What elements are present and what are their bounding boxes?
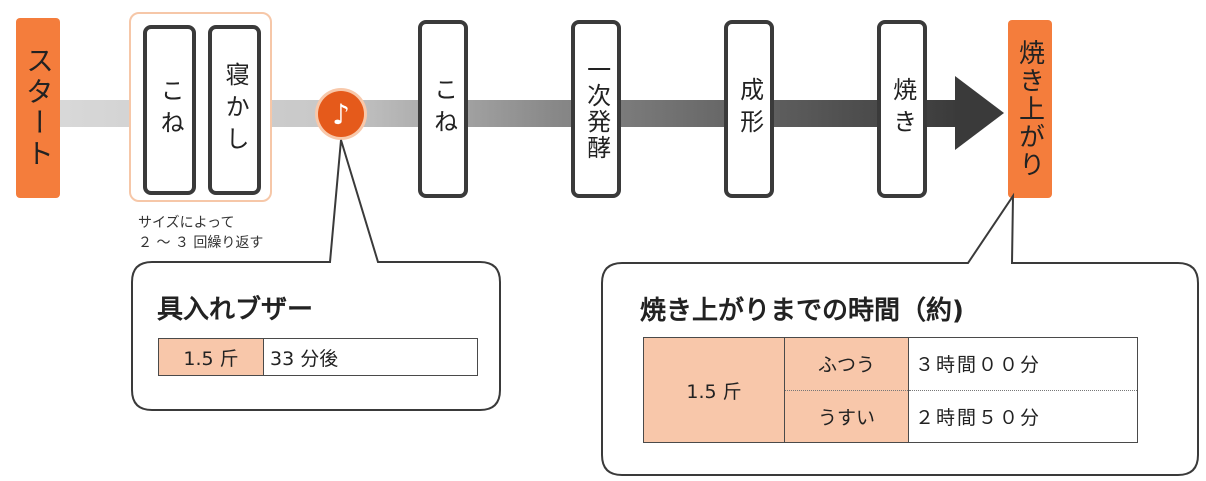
step-knead-2: こね <box>418 20 468 198</box>
mode-cell-normal: ふつう <box>784 337 909 391</box>
step-done: 焼き上がり <box>1008 20 1052 198</box>
step-start: スタート <box>16 18 60 198</box>
step-first-fermentation: 一次発酵 <box>571 20 621 198</box>
step-knead-1-label: こね <box>156 78 185 142</box>
bake-size: 1.5 斤 <box>686 380 742 403</box>
table-row: 1.5 斤 33 分後 <box>158 338 478 376</box>
bake-size-cell: 1.5 斤 <box>643 337 785 443</box>
step-shaping-label: 成形 <box>735 77 764 141</box>
bake-time-table: 1.5 斤 ふつう ３時間００分 うすい ２時間５０分 <box>643 337 1138 443</box>
step-knead-1: こね <box>143 25 196 195</box>
step-first-fermentation-label: 一次発酵 <box>582 57 611 161</box>
table-row: うすい ２時間５０分 <box>644 390 1138 443</box>
buzzer-time-cell: 33 分後 <box>263 338 478 376</box>
time-callout-title: 焼き上がりまでの時間（約) <box>640 296 964 326</box>
step-baking-label: 焼き <box>888 77 917 141</box>
repeat-note-line-2: ２ ～ ３ 回繰り返す <box>138 235 264 251</box>
flow-arrowhead <box>955 76 1004 150</box>
mode-cell-light: うすい <box>784 390 909 443</box>
step-baking: 焼き <box>877 20 927 198</box>
buzzer-size: 1.5 斤 <box>183 347 239 370</box>
mode-normal: ふつう <box>817 354 875 377</box>
time-normal: ３時間００分 <box>915 354 1042 377</box>
buzzer-callout-title: 具入れブザー <box>157 295 314 325</box>
step-shaping: 成形 <box>724 20 774 198</box>
buzzer-time: 33 分後 <box>270 347 339 370</box>
buzzer-size-cell: 1.5 斤 <box>158 338 264 376</box>
repeat-note-line-1: サイズによって <box>138 215 235 231</box>
mode-light: うすい <box>817 406 875 429</box>
step-rest: 寝かし <box>208 25 261 195</box>
time-cell-normal: ３時間００分 <box>908 337 1138 391</box>
music-note-icon: ♪ <box>318 91 364 137</box>
step-knead-2-label: こね <box>429 77 458 141</box>
buzzer-table: 1.5 斤 33 分後 <box>158 338 478 376</box>
step-start-label: スタート <box>22 46 55 170</box>
time-cell-light: ２時間５０分 <box>908 390 1138 443</box>
step-rest-label: 寝かし <box>221 62 250 158</box>
time-light: ２時間５０分 <box>915 406 1042 429</box>
repeat-note: サイズによって ２ ～ ３ 回繰り返す <box>138 213 263 253</box>
table-row: 1.5 斤 ふつう ３時間００分 <box>643 337 1138 443</box>
step-done-label: 焼き上がり <box>1014 39 1045 179</box>
